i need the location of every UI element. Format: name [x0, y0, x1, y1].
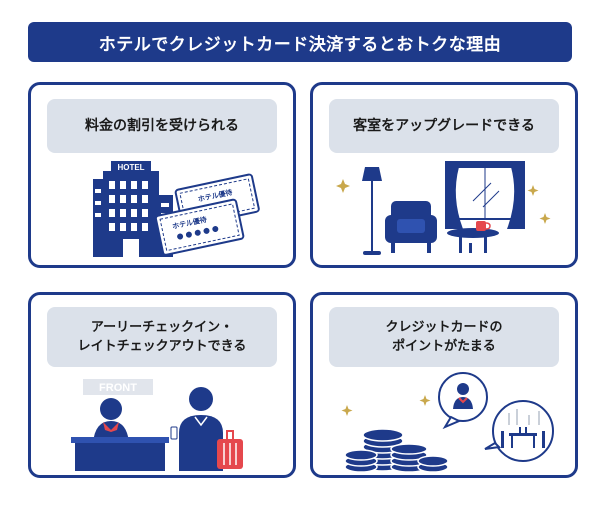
card-label-line2: レイトチェックアウトできる [77, 339, 247, 354]
card-points: クレジットカードのポイントがたまる [310, 292, 578, 478]
page-title: ホテルでクレジットカード決済するとおトクな理由 [98, 34, 502, 55]
window-curtain-icon [445, 161, 525, 229]
card-checkin-checkout: アーリーチェックイン・レイトチェックアウトできる FRONT [28, 292, 296, 478]
front-sign: FRONT [99, 382, 137, 394]
card-label: アーリーチェックイン・レイトチェックアウトできる [47, 307, 277, 367]
checkin-illustration: FRONT [31, 369, 293, 475]
sparkle-icon [336, 179, 551, 224]
coffee-table-icon [447, 221, 499, 253]
coupon-tickets-icon: ホテル優待 ホテル優待 [154, 173, 260, 256]
card-upgrade: 客室をアップグレードできる [310, 82, 578, 268]
guest-with-suitcase-icon [170, 387, 243, 471]
dining-bubble-icon [484, 400, 554, 462]
points-illustration [313, 369, 575, 475]
upgrade-illustration [313, 159, 575, 265]
armchair-icon [385, 201, 437, 253]
card-label: 料金の割引を受けられる [47, 99, 277, 153]
card-discount: 料金の割引を受けられる HOTEL [28, 82, 296, 268]
card-label-line2: ポイントがたまる [392, 339, 496, 354]
card-label: クレジットカードのポイントがたまる [329, 307, 559, 367]
card-label-line1: クレジットカードの [385, 319, 503, 335]
hotel-building-icon: HOTEL [93, 161, 173, 257]
card-label-line1: アーリーチェックイン・ [90, 319, 234, 335]
discount-illustration: HOTEL ホテル優待 [31, 159, 293, 265]
clerk-bubble-icon [438, 372, 488, 430]
card-label: 客室をアップグレードできる [329, 99, 559, 153]
floor-lamp-icon [362, 167, 382, 255]
coin-stacks-icon [344, 428, 449, 473]
front-desk-clerk-icon: FRONT [71, 379, 169, 471]
hotel-sign: HOTEL [117, 163, 144, 172]
page-title-bar: ホテルでクレジットカード決済するとおトクな理由 [28, 22, 572, 62]
sparkle-icon [341, 395, 431, 416]
